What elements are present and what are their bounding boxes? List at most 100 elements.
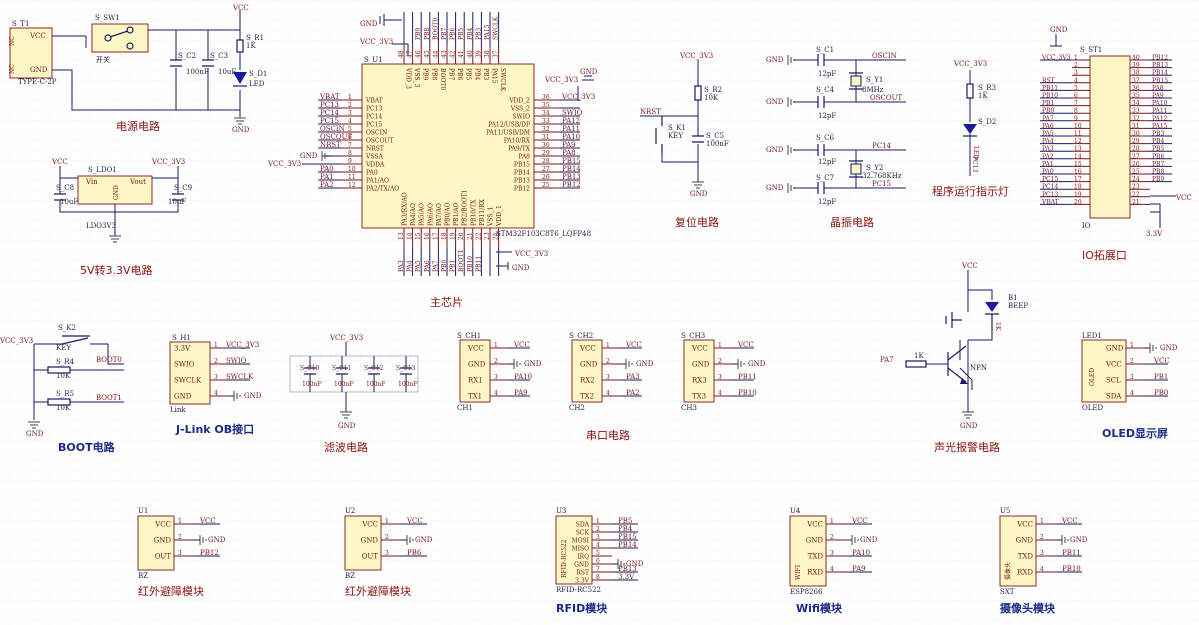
mcu-pin-num-30: 30 xyxy=(542,142,550,149)
io-num-30: 30 xyxy=(1132,131,1140,138)
module-0-pin-gnd: GND xyxy=(154,537,172,545)
k1-val: KEY xyxy=(668,132,683,140)
r4-ref: S_R4 xyxy=(56,358,75,366)
io-num-7: 7 xyxy=(1074,100,1078,107)
ldo-gnd-pin: GND xyxy=(113,185,120,200)
module-4-num-2: 2 xyxy=(1040,534,1044,541)
io-num-19: 19 xyxy=(1074,191,1082,198)
io-num-34: 34 xyxy=(1132,100,1140,107)
mcu-top-net-44: BOOT0 xyxy=(432,18,439,40)
mcu-pin-num-42: 42 xyxy=(450,50,457,58)
caption-ir2: 红外避障模块 xyxy=(345,584,411,598)
y1-ref: S_Y1 xyxy=(866,76,883,84)
io-right-net-31: PA15 xyxy=(1152,123,1168,130)
led-net: PC13 xyxy=(971,156,978,172)
mcu-pin-name-pb15: PB15 xyxy=(514,162,530,169)
jlink-pin-gnd: GND xyxy=(174,393,192,401)
c9-val: 10uF xyxy=(168,198,186,206)
mcu-pin-num-36: 36 xyxy=(542,94,550,101)
c7-val: 12pF xyxy=(818,198,836,206)
ldo-ref: S_LDO1 xyxy=(88,166,117,174)
mcu-top-net-46: PB9 xyxy=(415,28,422,40)
mcu-pin-name-pb11-rx: PB11/RX xyxy=(479,198,486,226)
mcu-pin-num-23: 23 xyxy=(484,232,491,240)
module-body-0 xyxy=(137,515,175,571)
mcu-pin-name-pc15: PC15 xyxy=(366,122,382,129)
module-2-net-5: GND xyxy=(626,560,644,568)
mcu-pin-num-46: 46 xyxy=(415,50,422,58)
mcu-left-pins: VBAT1VBATPC132PC13PC143PC14PC154PC15OSCI… xyxy=(267,93,399,193)
module-2-pin-irq: IRQ xyxy=(577,554,589,561)
module-ref-1: U2 xyxy=(345,507,355,515)
jlink-num-1: 1 xyxy=(214,342,218,349)
c9-ref: S_C9 xyxy=(174,184,192,192)
io-num-22: 22 xyxy=(1132,191,1140,198)
mcu-left-net-4: PC15 xyxy=(320,117,339,125)
io-num-5: 5 xyxy=(1074,85,1078,92)
uart-1-net-1: GND xyxy=(636,360,654,368)
c3-val: 100nF xyxy=(186,68,209,76)
io-left-net-7: PB1 xyxy=(1042,100,1054,107)
filter-cap-val-2: 100nF xyxy=(366,381,385,388)
c2-val: 10uF xyxy=(218,68,236,76)
mcu-pin-num-29: 29 xyxy=(542,150,550,157)
crystal-y1 xyxy=(850,75,862,87)
r2-ref: S_R2 xyxy=(704,86,722,94)
vcc-label: VCC xyxy=(232,4,249,12)
xtal-net-pc14: PC14 xyxy=(872,142,892,150)
module-body-2 xyxy=(555,515,593,585)
mcu-top-net-45: PB8 xyxy=(424,28,431,40)
filter-circuit: VCC_3V3 S_C10100nFS_C11100nFS_C12100nFS_… xyxy=(289,334,419,430)
uart-1-net-3: PA2 xyxy=(626,389,640,397)
filter-vcc: VCC_3V3 xyxy=(329,334,363,342)
jlink-pin-swio: SWIO xyxy=(174,361,195,369)
module-3-net-2: PA10 xyxy=(852,549,870,557)
d1-ref: S_D1 xyxy=(249,70,267,78)
c1-ref: S_C1 xyxy=(816,46,834,54)
mcu-pin-num-44: 44 xyxy=(432,50,439,58)
io-num-31: 31 xyxy=(1132,123,1140,130)
uart-1-pin-rx2: RX2 xyxy=(580,377,595,385)
reset-vcc: VCC_3V3 xyxy=(679,52,713,60)
buzzer-circuit: VCC B1 BEEP 1K PA7 1K NPN GND xyxy=(880,262,1028,430)
mcu-pin-name-pa15: PA15 xyxy=(491,68,498,84)
mcu-pin-name-pa2-tx-ao: PA2/TX/AO xyxy=(366,186,399,193)
y1-val: 8MHz xyxy=(862,86,884,94)
uart-ref-1: S_CH2 xyxy=(569,332,593,340)
mcu-bottom-net-17: PA7 xyxy=(432,260,439,272)
io-num-21: 21 xyxy=(1132,199,1140,206)
mcu-pin-num-10: 10 xyxy=(348,166,356,173)
mcu-right-net-28: PB15 xyxy=(562,157,581,165)
gnd-label: GND xyxy=(232,126,250,134)
uart-0-num-4: 4 xyxy=(494,390,498,397)
mcu-right-net-34: SWIO xyxy=(562,109,583,117)
io-num-29: 29 xyxy=(1132,138,1140,145)
io-num-11: 11 xyxy=(1074,131,1082,138)
module-1-net-1: GND xyxy=(415,536,433,544)
uart-part-1: CH2 xyxy=(569,404,585,412)
jlink-net-3: GND xyxy=(244,392,262,400)
mcu-pin-num-3: 3 xyxy=(348,110,352,117)
mcu-pin-num-8: 8 xyxy=(348,150,352,157)
io-num-20: 20 xyxy=(1074,199,1082,206)
reset-nrst: NRST xyxy=(640,108,661,116)
module-2-net-6: PB13 xyxy=(618,565,637,573)
filter-cap-ref-3: S_C13 xyxy=(396,365,416,372)
mcu-bottom-net-19: PB1 xyxy=(450,260,457,272)
oled-num-2: 2 xyxy=(1130,358,1134,365)
uart-body-1 xyxy=(571,339,603,403)
filter-gnd: GND xyxy=(338,422,356,430)
io-header-body xyxy=(1089,55,1131,219)
mcu-pin-num-26: 26 xyxy=(542,174,550,181)
io-num-1: 1 xyxy=(1074,55,1078,62)
io-right-net-27: PB6 xyxy=(1152,153,1164,160)
io-num-33: 33 xyxy=(1132,108,1140,115)
uart-1-num-4: 4 xyxy=(606,390,610,397)
io-num-15: 15 xyxy=(1074,161,1082,168)
module-body-label-3: WIFI xyxy=(795,564,802,580)
uart-0-num-3: 3 xyxy=(494,374,498,381)
caption-uart: 串口电路 xyxy=(586,429,630,442)
mcu-top-net-38: PA15 xyxy=(484,24,491,40)
module-2-pin-sck: SCK xyxy=(576,530,590,537)
